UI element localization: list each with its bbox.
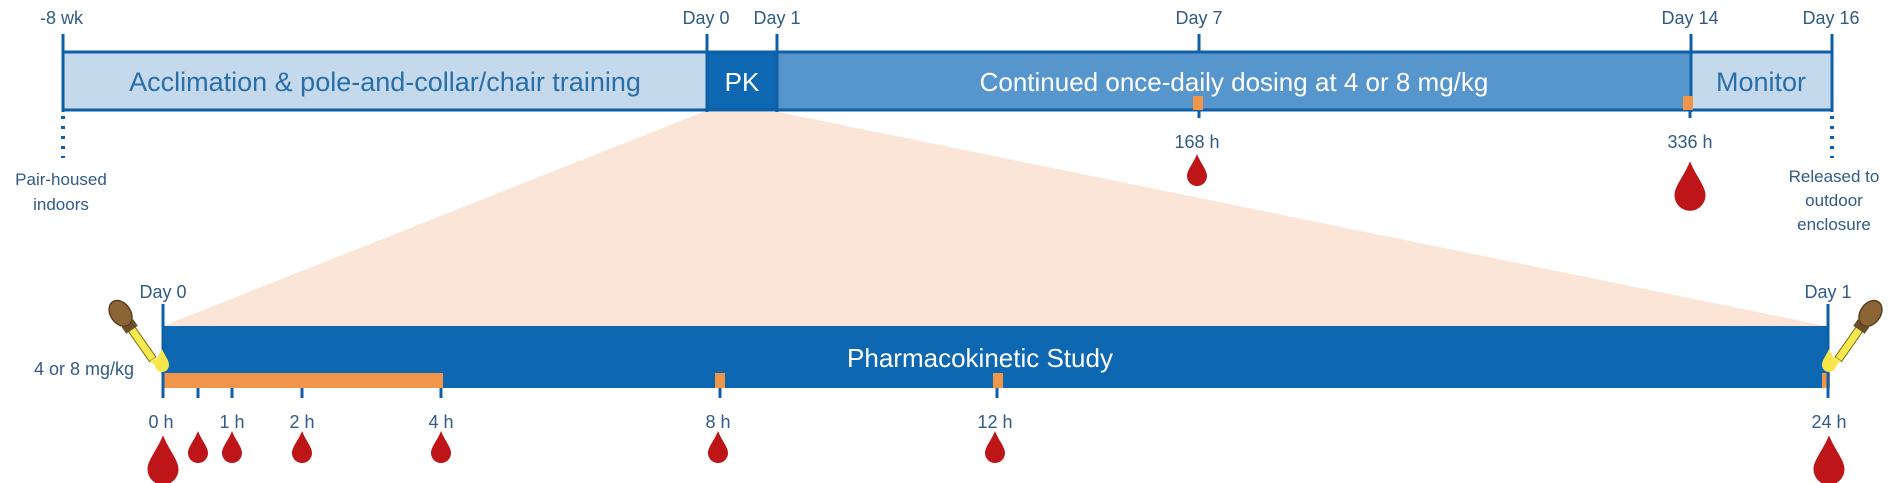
hour-label-4h: 4 h (428, 412, 453, 432)
hour-label-8h: 8 h (705, 412, 730, 432)
segment-label-acclimation: Acclimation & pole-and-collar/chair trai… (129, 67, 641, 97)
drop-icon (155, 349, 169, 372)
blood-drop-icon (188, 431, 208, 463)
dropper-icon (108, 299, 161, 370)
hour-label-24h: 24 h (1811, 412, 1846, 432)
sample-marker-336h (1683, 96, 1693, 110)
sample-marker-168h (1193, 96, 1203, 110)
tick-label-bottom-day0: Day 0 (139, 282, 186, 302)
blood-drop-icon (708, 431, 728, 463)
dose-label: 4 or 8 mg/kg (34, 359, 134, 379)
segment-acclimation (63, 52, 707, 110)
start-note-line2: indoors (33, 195, 89, 214)
tick-label-start: -8 wk (40, 8, 84, 28)
sample-marker-24h (1822, 373, 1830, 388)
hour-label-2h: 2 h (289, 412, 314, 432)
tick-label-day14: Day 14 (1661, 8, 1718, 28)
segment-label-dosing: Continued once-daily dosing at 4 or 8 mg… (980, 67, 1489, 97)
tick-label-day1: Day 1 (753, 8, 800, 28)
tick-label-day16: Day 16 (1802, 8, 1859, 28)
blood-drop-icon (1813, 435, 1845, 483)
blood-drop-icon (292, 431, 312, 463)
blood-drop-icon (431, 431, 451, 463)
blood-drop-icon (1674, 161, 1706, 211)
sample-label-168h: 168 h (1174, 132, 1219, 152)
blood-drop-icon (1187, 154, 1207, 186)
segment-label-pk: PK (725, 67, 760, 97)
sample-label-336h: 336 h (1667, 132, 1712, 152)
zoom-wedge (163, 112, 1826, 326)
sample-marker-12h (993, 373, 1003, 388)
end-note-line1: Released to (1789, 167, 1880, 186)
tick-label-bottom-day1: Day 1 (1804, 282, 1851, 302)
sample-bar-0-4h (163, 373, 443, 388)
segment-dosing (777, 52, 1691, 110)
blood-drop-icon (222, 431, 242, 463)
tick-label-day0: Day 0 (682, 8, 729, 28)
segment-pk (707, 52, 777, 110)
tick-label-day7: Day 7 (1175, 8, 1222, 28)
bottom-timeline: Pharmacokinetic Study Day 0 Day 1 0 h 1 … (34, 282, 1883, 483)
segment-monitor (1691, 52, 1832, 110)
start-note-line1: Pair-housed (15, 170, 107, 189)
hour-label-0h: 0 h (148, 412, 173, 432)
sample-marker-8h (715, 373, 725, 388)
drop-icon (1822, 349, 1836, 372)
hour-label-1h: 1 h (219, 412, 244, 432)
hour-label-12h: 12 h (977, 412, 1012, 432)
blood-drop-icon (985, 431, 1005, 463)
blood-drop-icon (147, 435, 179, 483)
end-note-line3: enclosure (1797, 215, 1871, 234)
segment-label-monitor: Monitor (1716, 67, 1806, 97)
top-timeline: -8 wk Day 0 Day 1 Day 7 Day 14 Day 16 Ac… (15, 8, 1879, 234)
pk-study-title: Pharmacokinetic Study (847, 343, 1113, 373)
end-note-line2: outdoor (1805, 191, 1863, 210)
